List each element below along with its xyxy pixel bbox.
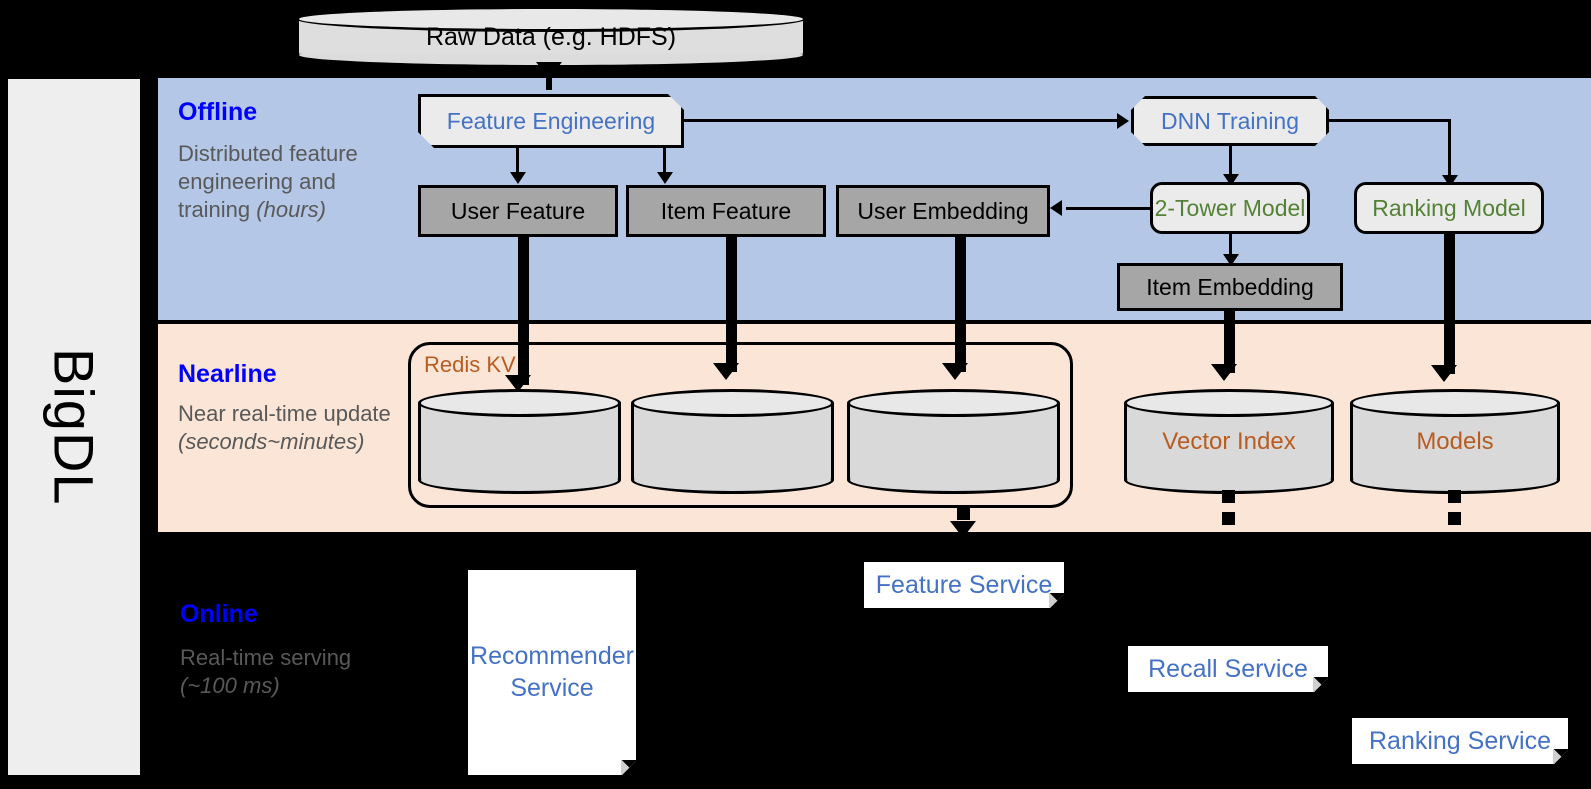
cylinder-user-feature-store [418,389,621,494]
node-recall-service[interactable]: Recall Service [1128,646,1328,692]
band-subtitle-nearline: Near real-time update (seconds~minutes) [178,400,408,456]
cylinder-models-label: Models [1416,427,1494,455]
arrowhead-rawdata-fe [536,62,562,79]
cylinder-vector-index: Vector Index [1124,389,1334,494]
raw-data-cylinder: Raw Data (e.g. HDFS) [296,6,806,68]
connector-dnn-2tower [1229,146,1232,178]
node-user-feature[interactable]: User Feature [418,185,618,237]
node-recommender-service-label: Recommender Service [470,642,634,702]
arrowhead-fe-dnn [1117,113,1129,129]
node-dnn-training-label: DNN Training [1160,107,1300,134]
node-2-tower-model-label: 2-Tower Model [1154,194,1306,221]
node-feature-engineering-label: Feature Engineering [446,107,656,134]
node-ranking-service-label: Ranking Service [1368,726,1552,755]
dash-vectorindex-2 [1222,512,1235,525]
bigdl-rail: BigDL [6,77,142,777]
arrowhead-2tower-userembedding [1050,200,1062,216]
cylinder-models: Models [1350,389,1560,494]
arrowhead-rankingmodel-models [1431,365,1457,382]
band-title-offline: Offline [178,98,258,126]
band-subtitle-online-text: Real-time serving [180,645,352,670]
node-item-embedding[interactable]: Item Embedding [1117,263,1343,311]
band-subtitle-offline-text: Distributed feature engineering and trai… [178,141,358,223]
band-subtitle-nearline-italic: (seconds~minutes) [178,429,365,455]
arrowhead-fe-userfeature [510,172,526,184]
group-redis-kv [408,342,1073,508]
dash-models-1 [1448,490,1461,503]
node-feature-service-label: Feature Service [875,570,1053,599]
node-feature-service[interactable]: Feature Service [864,562,1064,608]
dash-redis-featureservice [957,507,970,520]
connector-rawdata-fe [546,68,552,90]
pipe-rankingmodel-models [1444,234,1455,374]
arrowhead-userfeature-redis [505,375,531,392]
arrowhead-userembedding-redis [942,363,968,380]
dash-models-2 [1448,512,1461,525]
node-ranking-service[interactable]: Ranking Service [1352,718,1568,764]
pipe-itemfeature-redis [726,237,737,372]
node-item-embedding-label: Item Embedding [1146,273,1314,300]
node-2-tower-model[interactable]: 2-Tower Model [1150,182,1310,234]
node-feature-engineering[interactable]: Feature Engineering [418,94,684,148]
bigdl-label: BigDL [42,348,106,506]
connector-fe-itemfeature [663,148,666,174]
arrowhead-fe-itemfeature [657,172,673,184]
pipe-itemembedding-vectorindex [1224,311,1235,373]
band-subtitle-online: Real-time serving (~100 ms) [180,644,380,700]
node-item-feature-label: Item Feature [660,197,792,224]
cylinder-top [296,6,806,32]
arrowhead-redis-featureservice [950,521,976,538]
cylinder-vector-index-label: Vector Index [1162,427,1296,455]
band-title-online: Online [180,600,258,628]
arrowhead-itemembedding-vectorindex [1211,364,1237,381]
cylinder-top [1124,389,1334,417]
band-subtitle-online-italic: (~100 ms) [180,673,280,699]
cylinder-user-embedding-store [847,389,1060,494]
group-redis-kv-label: Redis KV [424,352,516,377]
node-dnn-training[interactable]: DNN Training [1131,96,1329,146]
node-recall-service-label: Recall Service [1148,654,1308,683]
connector-fe-dnn [684,119,1119,122]
connector-2tower-userembedding [1066,207,1152,210]
cylinder-top [418,389,621,417]
raw-data-label: Raw Data (e.g. HDFS) [425,22,677,51]
connector-fe-userfeature [516,148,519,174]
cylinder-item-feature-store [631,389,834,494]
cylinder-top [1350,389,1560,417]
node-user-feature-label: User Feature [450,197,586,224]
arrowhead-itemfeature-redis [713,363,739,380]
pipe-userembedding-redis [955,237,966,372]
dash-vectorindex-1 [1222,490,1235,503]
band-subtitle-offline-italic: (hours) [256,197,326,223]
node-recommender-service[interactable]: Recommender Service [468,570,636,775]
connector-dnn-ranking-h [1329,119,1451,122]
band-subtitle-offline: Distributed feature engineering and trai… [178,140,378,224]
cylinder-top [847,389,1060,417]
node-ranking-model[interactable]: Ranking Model [1354,182,1544,234]
band-subtitle-nearline-text: Near real-time update [178,401,391,426]
band-title-nearline: Nearline [178,360,277,388]
node-user-embedding[interactable]: User Embedding [836,185,1050,237]
node-ranking-model-label: Ranking Model [1372,194,1526,221]
cylinder-top [631,389,834,417]
node-user-embedding-label: User Embedding [857,197,1029,224]
pipe-userfeature-redis [518,237,529,385]
node-item-feature[interactable]: Item Feature [626,185,826,237]
connector-dnn-ranking-v [1448,119,1451,179]
connector-2tower-itemembedding [1229,234,1232,258]
